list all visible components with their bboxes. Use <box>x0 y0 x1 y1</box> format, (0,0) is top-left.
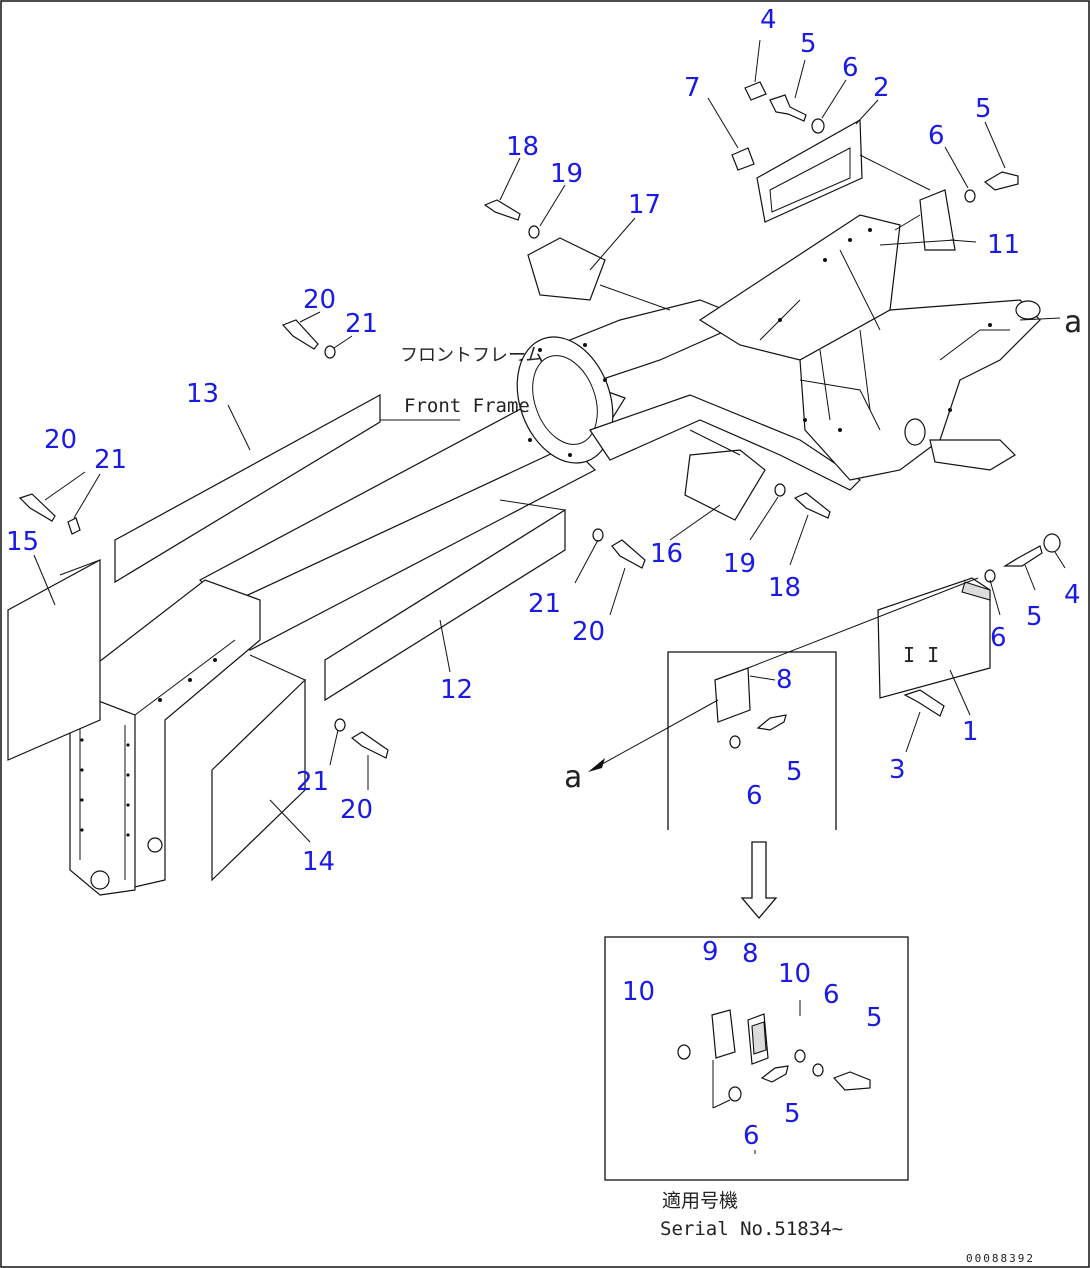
front-frame-label-jp: フロントフレーム <box>400 345 543 366</box>
callout-5: 5 <box>784 1099 801 1129</box>
callout-16: 16 <box>650 539 683 569</box>
callout-6: 6 <box>928 121 945 151</box>
callout-5: 5 <box>800 29 817 59</box>
callout-1: 1 <box>962 717 979 747</box>
detail-inset-lower <box>604 936 909 1181</box>
cover-16 <box>684 449 766 521</box>
hardware <box>18 81 1061 759</box>
bracket-8 <box>714 667 751 723</box>
plate-14 <box>211 678 306 882</box>
callout-6: 6 <box>746 781 763 811</box>
callout-20: 20 <box>572 617 605 647</box>
callout-5: 5 <box>786 757 803 787</box>
callout-8: 8 <box>776 665 793 695</box>
callout-5: 5 <box>1026 602 1043 632</box>
front-frame-label-en: Front Frame <box>404 395 530 417</box>
plate-11 <box>919 189 956 251</box>
callout-7: 7 <box>684 73 701 103</box>
callout-6: 6 <box>743 1121 760 1151</box>
callout-21: 21 <box>528 589 561 619</box>
cover-12 <box>324 508 566 702</box>
callout-10: 10 <box>778 959 811 989</box>
arrow-a-icon <box>588 758 605 772</box>
cover-13 <box>114 393 381 584</box>
reference-a-top: a <box>1064 305 1082 340</box>
plate-15 <box>7 558 101 761</box>
callout-19: 19 <box>550 159 583 189</box>
callout-21: 21 <box>296 767 329 797</box>
reference-arrows <box>588 317 1061 772</box>
callout-12: 12 <box>440 675 473 705</box>
part-callouts: 4 5 6 2 7 5 6 11 18 19 17 20 21 13 20 21… <box>6 5 1081 1151</box>
detail-inset-upper <box>667 651 837 830</box>
callout-2: 2 <box>873 73 890 103</box>
callout-21: 21 <box>345 309 378 339</box>
callout-9: 9 <box>702 937 719 967</box>
leader-lines <box>33 39 1066 843</box>
callout-13: 13 <box>186 379 219 409</box>
callout-18: 18 <box>768 573 801 603</box>
serial-label-jp: 適用号機 <box>662 1190 738 1212</box>
callout-6: 6 <box>990 623 1007 653</box>
callout-18: 18 <box>506 132 539 162</box>
callout-17: 17 <box>628 190 661 220</box>
callout-4: 4 <box>760 5 777 35</box>
down-arrow-icon <box>740 841 778 920</box>
plate-marking: I I <box>903 643 939 667</box>
drawing-number: 00088392 <box>966 1252 1035 1265</box>
callout-5: 5 <box>866 1003 883 1033</box>
serial-label-en: Serial No.51834~ <box>660 1218 843 1240</box>
callout-11: 11 <box>987 230 1020 260</box>
callout-14: 14 <box>302 847 335 877</box>
reference-a-mid: a <box>564 760 582 795</box>
callout-20: 20 <box>44 425 77 455</box>
callout-20: 20 <box>340 795 373 825</box>
cover-17 <box>527 237 606 301</box>
inset-lower-parts <box>677 1000 871 1154</box>
callout-19: 19 <box>723 549 756 579</box>
callout-20: 20 <box>303 285 336 315</box>
callout-21: 21 <box>94 445 127 475</box>
front-frame <box>69 214 1041 896</box>
callout-15: 15 <box>6 527 39 557</box>
number-plate-1: I I <box>877 577 991 699</box>
plate-2 <box>756 118 863 223</box>
callout-3: 3 <box>889 755 906 785</box>
callout-6: 6 <box>823 980 840 1010</box>
callout-6: 6 <box>842 53 859 83</box>
callout-10: 10 <box>622 977 655 1007</box>
callout-4: 4 <box>1064 580 1081 610</box>
callout-5: 5 <box>975 94 992 124</box>
callout-8: 8 <box>742 939 759 969</box>
